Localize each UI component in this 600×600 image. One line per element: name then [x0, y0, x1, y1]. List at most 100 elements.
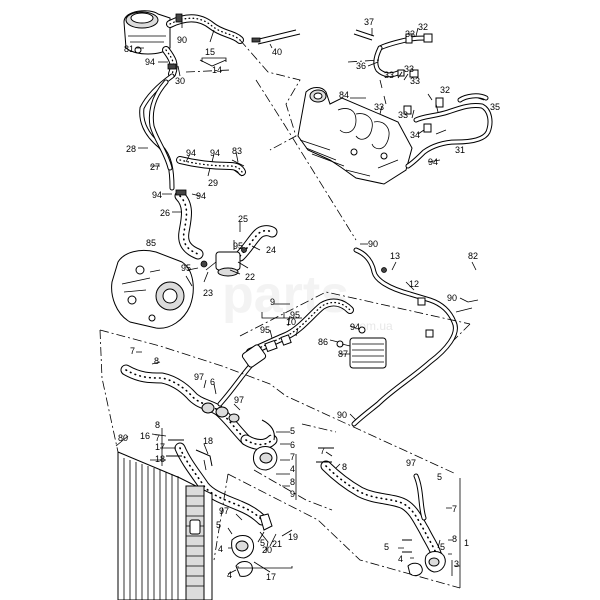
callout-95: 95	[290, 310, 300, 320]
callout-83: 83	[232, 146, 242, 156]
callout-90: 90	[177, 35, 187, 45]
callout-9: 9	[270, 297, 275, 307]
callout-6: 6	[210, 377, 215, 387]
callout-28: 28	[126, 144, 136, 154]
callout-80: 80	[118, 433, 128, 443]
callout-33: 33	[374, 102, 384, 112]
callout-87: 87	[338, 349, 348, 359]
callout-9: 9	[290, 489, 295, 499]
watermark-brand: parts	[222, 266, 349, 324]
callout-8: 8	[342, 462, 347, 472]
callout-7: 7	[320, 446, 325, 456]
callout-5: 5	[384, 542, 389, 552]
callout-95: 95	[181, 263, 191, 273]
callout-97: 97	[219, 506, 229, 516]
expansion-tank	[123, 10, 171, 55]
callout-22: 22	[245, 272, 255, 282]
callout-5: 5	[437, 472, 442, 482]
callout-33: 33	[405, 29, 415, 39]
callout-94: 94	[186, 148, 196, 158]
callout-34: 34	[410, 130, 420, 140]
callout-16: 16	[140, 431, 150, 441]
callout-8: 8	[452, 534, 457, 544]
callout-33: 33	[410, 76, 420, 86]
callout-94: 94	[145, 57, 155, 67]
leader-lines	[115, 18, 485, 575]
callout-94: 94	[152, 190, 162, 200]
callout-17: 17	[266, 572, 276, 582]
callout-94: 94	[350, 322, 360, 332]
hose-16-17	[166, 439, 268, 526]
callout-5: 5	[260, 538, 265, 548]
callout-33: 33	[398, 110, 408, 120]
callout-13: 13	[390, 251, 400, 261]
callout-97: 97	[194, 372, 204, 382]
group-brackets	[161, 57, 461, 588]
hose-lower-right	[316, 447, 446, 577]
callout-27: 27	[150, 162, 160, 172]
callout-25: 25	[238, 214, 248, 224]
hose-lower-left	[120, 364, 252, 446]
callout-17: 17	[155, 442, 165, 452]
callout-21: 21	[272, 539, 282, 549]
hose-9-10	[246, 298, 354, 356]
callout-82: 82	[468, 251, 478, 261]
pipe-31-35	[403, 93, 493, 169]
callout-32: 32	[418, 22, 428, 32]
callout-97: 97	[234, 395, 244, 405]
hose-26	[174, 189, 204, 260]
callout-18: 18	[155, 454, 165, 464]
callout-40: 40	[272, 47, 282, 57]
hose-upper-pipe-6	[201, 344, 267, 423]
callout-4: 4	[398, 554, 403, 564]
callout-81: 81	[124, 44, 134, 54]
callout-7: 7	[452, 504, 457, 514]
callout-5: 5	[290, 426, 295, 436]
oil-cooler	[336, 326, 387, 369]
callout-4: 4	[290, 464, 295, 474]
callout-94: 94	[196, 191, 206, 201]
radiator	[117, 451, 213, 600]
pipe-12	[351, 247, 479, 427]
callout-26: 26	[160, 208, 170, 218]
callout-90: 90	[368, 239, 378, 249]
callout-36: 36	[356, 61, 366, 71]
callout-30: 30	[175, 76, 185, 86]
callout-18: 18	[203, 436, 213, 446]
callout-97: 97	[406, 458, 416, 468]
callout-85: 85	[146, 238, 156, 248]
callout-33: 33	[404, 64, 414, 74]
pipe-from-tank	[139, 73, 175, 191]
callout-7: 7	[130, 346, 135, 356]
callout-8: 8	[155, 420, 160, 430]
callout-8: 8	[290, 477, 295, 487]
callout-5: 5	[440, 542, 445, 552]
callout-4: 4	[218, 544, 223, 554]
tank-hoses	[162, 13, 244, 78]
callout-94: 94	[210, 148, 220, 158]
callout-95: 95	[260, 325, 270, 335]
callout-labels: 81 90 15 14 40 94 30 28 27 94 94 83 29 9…	[118, 17, 500, 582]
watermark: parts .com.ua	[222, 266, 393, 333]
callout-7: 7	[155, 433, 160, 443]
callout-94: 94	[428, 157, 438, 167]
hose-connector-5	[240, 419, 278, 471]
callout-29: 29	[208, 178, 218, 188]
callout-19: 19	[288, 532, 298, 542]
bottom-fittings-4-5-20	[231, 513, 273, 577]
callout-12: 12	[409, 279, 419, 289]
callout-86: 86	[318, 337, 328, 347]
pipe-37-36	[353, 29, 433, 78]
small-hoses-94-83	[176, 156, 246, 177]
callout-23: 23	[203, 288, 213, 298]
callout-95: 95	[233, 241, 243, 251]
callout-84: 84	[339, 90, 349, 100]
callout-90: 90	[337, 410, 347, 420]
callout-7: 7	[290, 452, 295, 462]
callout-31: 31	[455, 145, 465, 155]
callout-14: 14	[212, 65, 222, 75]
callout-15: 15	[205, 47, 215, 57]
callout-5: 5	[216, 520, 221, 530]
water-pump	[111, 249, 194, 329]
